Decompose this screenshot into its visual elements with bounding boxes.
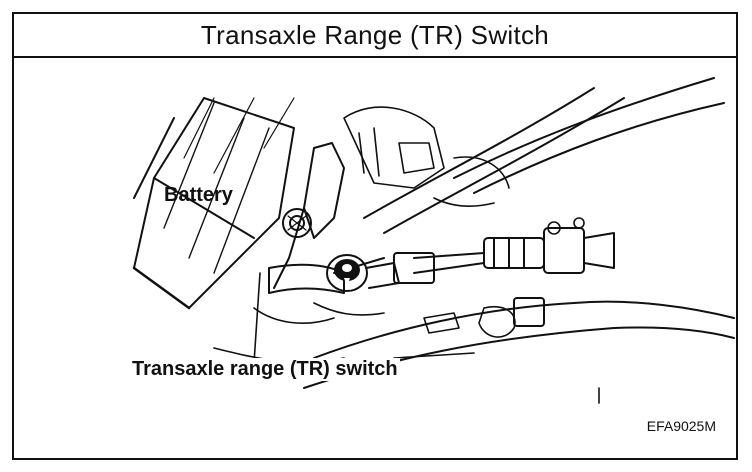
connector-harness xyxy=(333,227,615,327)
title-bar: Transaxle Range (TR) Switch xyxy=(14,14,736,58)
figure-code: EFA9025M xyxy=(646,418,716,434)
lower-clutter xyxy=(213,302,600,404)
figure-frame: Transaxle Range (TR) Switch xyxy=(12,12,738,460)
engine-clutter xyxy=(343,106,585,235)
hoses xyxy=(303,77,735,389)
leader-line xyxy=(253,272,261,364)
engine-bay-illustration xyxy=(132,77,735,404)
hatch-lines xyxy=(183,97,295,174)
tr-switch-body xyxy=(268,142,400,294)
battery-label: Battery xyxy=(164,184,233,206)
tr-switch-label: Transaxle range (TR) switch xyxy=(130,358,400,381)
battery-outline xyxy=(132,97,295,310)
figure-title: Transaxle Range (TR) Switch xyxy=(200,19,550,50)
